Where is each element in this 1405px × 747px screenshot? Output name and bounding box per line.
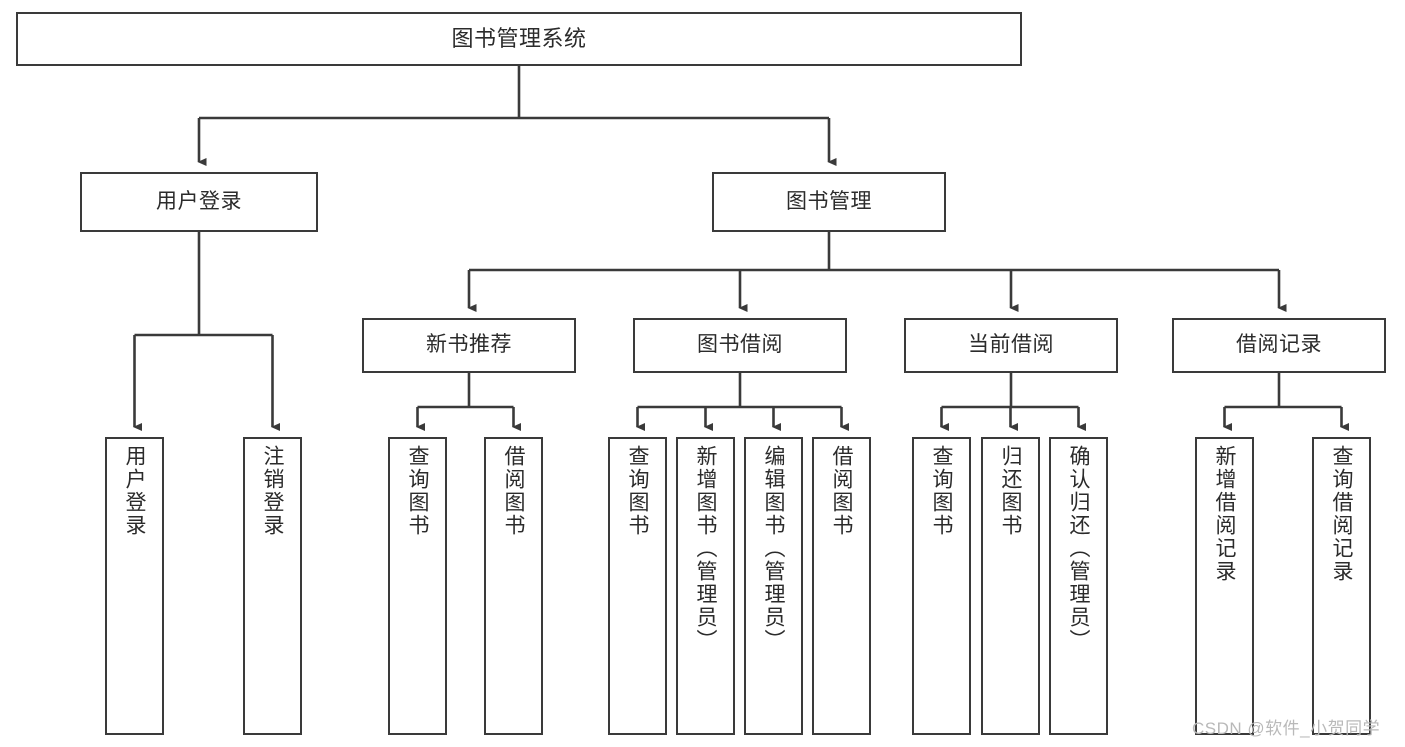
node-label: 用户登录 [156,189,242,213]
node-bookmgmt[interactable]: 图书管理 [712,172,946,232]
node-l_qbook1[interactable]: 查询图书 [388,437,447,735]
node-label: 新书推荐 [426,333,512,357]
node-label: 注销登录 [261,445,284,537]
node-l_addbook[interactable]: 新增图书（管理员） [676,437,735,735]
node-label: 图书借阅 [697,333,783,357]
node-l_qrec[interactable]: 查询借阅记录 [1312,437,1371,735]
node-label: 查询借阅记录 [1330,445,1353,583]
node-l_confirm[interactable]: 确认归还（管理员） [1049,437,1108,735]
node-l_bbook2[interactable]: 借阅图书 [812,437,871,735]
node-label: 编辑图书（管理员） [762,445,785,652]
node-label: 新增图书（管理员） [694,445,717,652]
node-current[interactable]: 当前借阅 [904,318,1118,373]
node-label: 归还图书 [999,445,1022,537]
node-borrow[interactable]: 图书借阅 [633,318,847,373]
node-l_logout[interactable]: 注销登录 [243,437,302,735]
node-l_editbook[interactable]: 编辑图书（管理员） [744,437,803,735]
node-label: 借阅图书 [502,445,525,537]
node-label: 查询图书 [930,445,953,537]
node-newbook[interactable]: 新书推荐 [362,318,576,373]
node-root[interactable]: 图书管理系统 [16,12,1022,66]
node-label: 当前借阅 [968,333,1054,357]
node-label: 图书管理 [786,189,872,213]
node-login[interactable]: 用户登录 [80,172,318,232]
node-label: 图书管理系统 [451,26,587,52]
node-label: 查询图书 [406,445,429,537]
node-l_login[interactable]: 用户登录 [105,437,164,735]
node-l_bbook1[interactable]: 借阅图书 [484,437,543,735]
node-label: 新增借阅记录 [1213,445,1236,583]
node-l_addrec[interactable]: 新增借阅记录 [1195,437,1254,735]
node-label: 借阅图书 [830,445,853,537]
node-records[interactable]: 借阅记录 [1172,318,1386,373]
node-label: 确认归还（管理员） [1067,445,1090,652]
node-l_qbook3[interactable]: 查询图书 [912,437,971,735]
node-l_qbook2[interactable]: 查询图书 [608,437,667,735]
node-label: 用户登录 [123,445,146,537]
node-label: 借阅记录 [1236,333,1322,357]
node-l_return[interactable]: 归还图书 [981,437,1040,735]
edge-group [133,66,1349,431]
node-label: 查询图书 [626,445,649,537]
